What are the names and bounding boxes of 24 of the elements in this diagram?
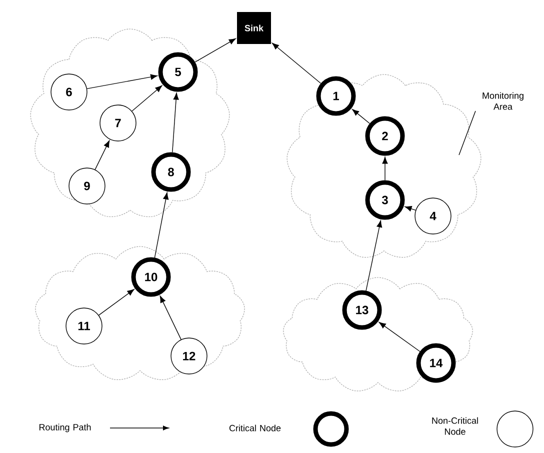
arrow (154, 192, 169, 258)
arrow (160, 296, 182, 340)
arrow (98, 289, 134, 316)
area-label: Monitoring Area (482, 92, 524, 110)
cloud-region (286, 74, 482, 258)
arrow (172, 92, 179, 153)
cloud-region (283, 277, 473, 392)
arrow (404, 206, 416, 212)
arrow (352, 109, 370, 124)
arrow (378, 322, 420, 352)
arrow (132, 85, 162, 112)
sink-box: Sink (237, 12, 271, 44)
arrow (194, 38, 236, 62)
arrow (94, 140, 110, 170)
legend-label: Routing Path (39, 424, 91, 432)
leader-line (458, 110, 476, 156)
cloud-region (35, 246, 245, 380)
legend-label: Critical Node (229, 424, 281, 432)
arrow (272, 42, 322, 84)
legend-label: Non-Critical Node (432, 417, 478, 435)
arrow (366, 220, 382, 292)
arrow (382, 156, 388, 181)
arrow (86, 74, 158, 90)
cloud-region (30, 28, 230, 218)
